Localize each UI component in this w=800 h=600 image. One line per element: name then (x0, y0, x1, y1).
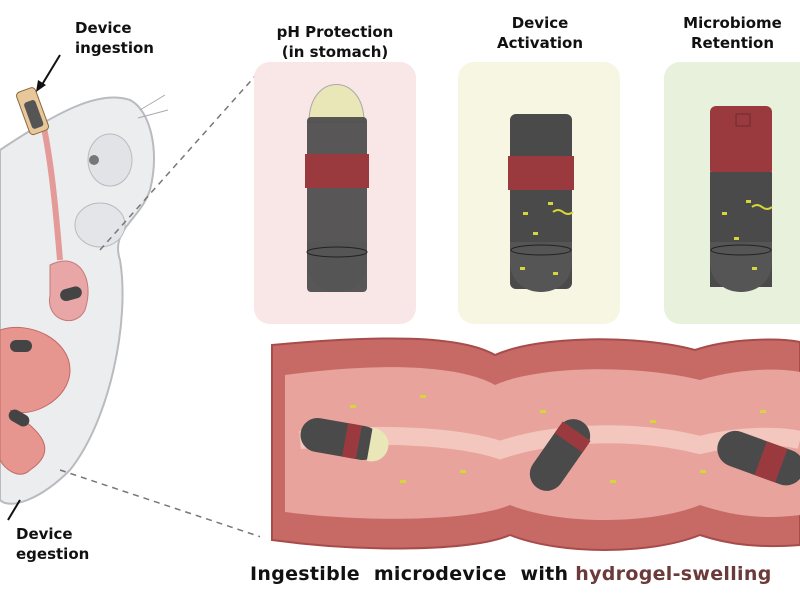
mouse-illustration (0, 54, 260, 538)
stage-title-ph-protection: pH Protection (in stomach) (276, 23, 394, 61)
capsule-with-cap-icon (305, 84, 369, 292)
capsule-in-gut-3 (717, 430, 800, 486)
panel-ph-protection (254, 62, 416, 324)
caption: Ingestible microdevice with hydrogel-swe… (250, 563, 772, 585)
capsule-activated-icon (508, 114, 574, 292)
intestines (0, 326, 71, 475)
capsule-in-gut-1 (300, 418, 389, 462)
label-ingestion: Device ingestion (75, 19, 154, 57)
stage-title-retention: Microbiome Retention (683, 14, 782, 52)
caption-highlight: hydrogel-swelling (575, 563, 772, 585)
panel-activation (458, 62, 620, 324)
zoom-line-bottom (59, 469, 260, 538)
capsule-in-gut-2 (529, 419, 591, 491)
ingested-device-icon (16, 87, 49, 136)
capsule-retention-icon (710, 106, 773, 292)
caption-main: Ingestible microdevice with (250, 563, 576, 585)
label-egestion: Device egestion (16, 525, 90, 563)
stage-title-activation: Device Activation (496, 14, 583, 52)
zoom-line-top (99, 69, 260, 251)
panel-retention (664, 62, 800, 324)
bacteria (350, 395, 766, 483)
